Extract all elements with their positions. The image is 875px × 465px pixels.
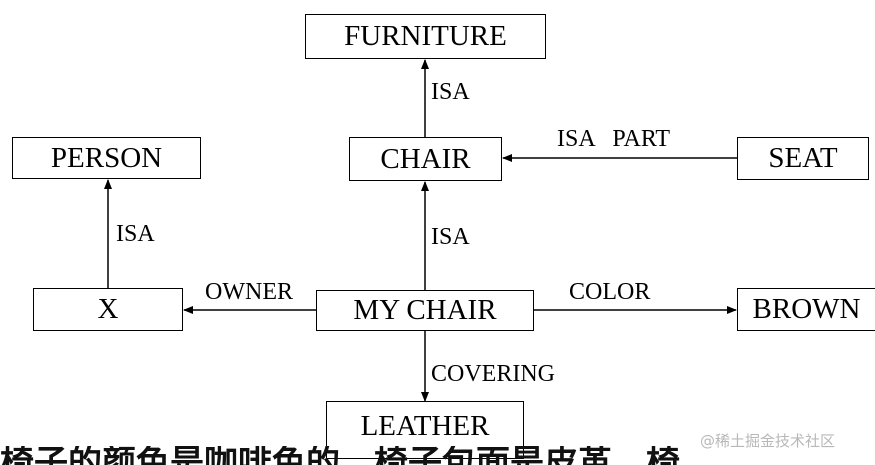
node-chair: CHAIR	[349, 137, 502, 181]
edge-label-mychair-leather: COVERING	[431, 361, 555, 387]
node-leather: LEATHER	[326, 401, 524, 459]
node-furniture: FURNITURE	[305, 14, 546, 59]
node-seat: SEAT	[737, 137, 869, 180]
node-x: X	[33, 288, 183, 331]
edge-label-mychair-x: OWNER	[205, 279, 293, 305]
edge-label-seat-chair: ISA PART	[557, 126, 671, 152]
edge-label-mychair-chair: ISA	[431, 224, 470, 250]
watermark: @稀土掘金技术社区	[700, 432, 836, 450]
node-brown: BROWN	[737, 288, 875, 331]
edge-label-chair-furniture: ISA	[431, 79, 470, 105]
node-person: PERSON	[12, 137, 201, 179]
node-my-chair: MY CHAIR	[316, 290, 534, 331]
edge-label-x-person: ISA	[116, 221, 155, 247]
edge-label-mychair-brown: COLOR	[569, 279, 651, 305]
cutoff-bottom-text: 椅子的颜色是咖啡色的，椅子包面是皮革，椅	[0, 446, 875, 465]
